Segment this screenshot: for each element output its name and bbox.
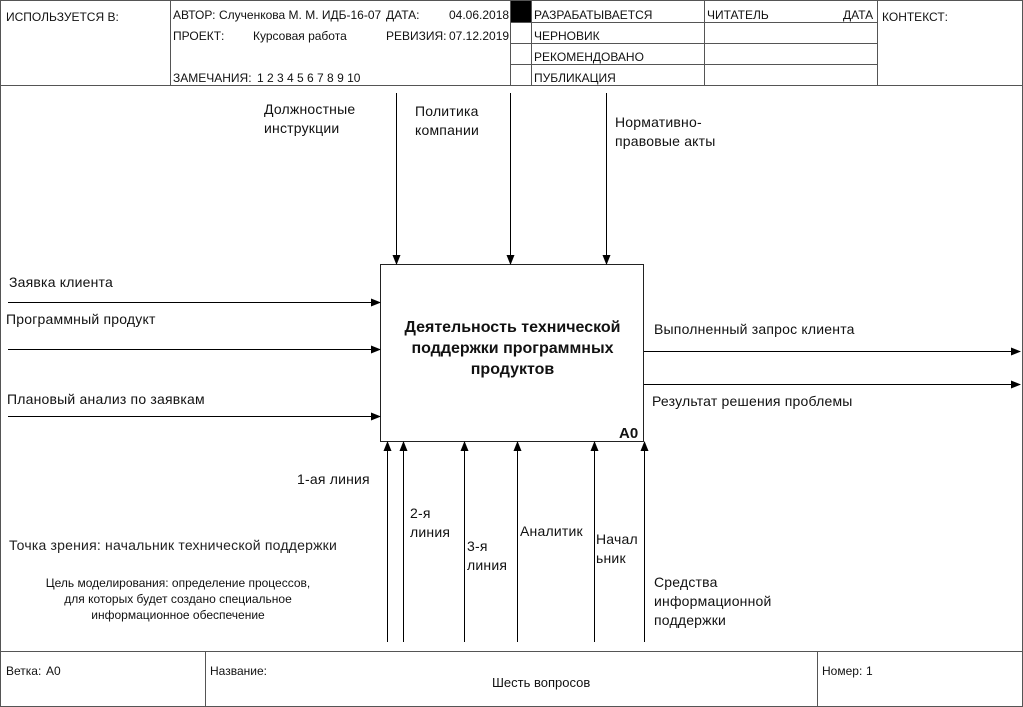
context-label: КОНТЕКСТ:: [882, 10, 948, 24]
control-label-policy: Политика компании: [415, 103, 480, 138]
reader-label: ЧИТАТЕЛЬ: [707, 8, 769, 22]
viewpoint-text: Точка зрения: начальник технической подд…: [9, 537, 337, 553]
reader-date-label: ДАТА: [843, 8, 874, 22]
function-box-node: A0: [619, 425, 639, 442]
input-label-software: Программный продукт: [6, 311, 156, 327]
footer-number-label: Номер:: [822, 664, 863, 678]
author-label: АВТОР:: [173, 8, 216, 22]
notes-label: ЗАМЕЧАНИЯ:: [173, 71, 252, 85]
used-in-label: ИСПОЛЬЗУЕТСЯ В:: [6, 10, 119, 24]
footer-number-value: 1: [866, 664, 873, 678]
footer-title-label: Название:: [210, 664, 267, 678]
footer-title-value: Шесть вопросов: [492, 675, 591, 690]
status-developing: РАЗРАБАТЫВАЕТСЯ: [534, 8, 653, 22]
project-value: Курсовая работа: [253, 29, 347, 43]
mechanism-label-line1: 1-ая линия: [297, 471, 370, 487]
control-label-regulations: Нормативно- правовые акты: [615, 114, 716, 149]
status-recommended: РЕКОМЕНДОВАНО: [534, 50, 644, 64]
mechanism-label-analyst: Аналитик: [520, 523, 583, 539]
date-value: 04.06.2018: [449, 8, 510, 22]
date-label: ДАТА:: [386, 8, 420, 22]
footer-node-label: Ветка:: [6, 664, 42, 678]
revision-label: РЕВИЗИЯ:: [386, 29, 447, 43]
purpose-text: Цель моделирования: определение процессо…: [45, 576, 311, 622]
control-label-instructions: Должностные инструкции: [264, 101, 356, 136]
status-publication: ПУБЛИКАЦИЯ: [534, 71, 616, 85]
input-label-request: Заявка клиента: [9, 274, 113, 290]
mechanism-label-info-tools: Средства информационной поддержки: [654, 574, 772, 628]
function-box-a0[interactable]: [380, 264, 644, 442]
active-status-marker: [511, 1, 531, 22]
input-label-analysis: Плановый анализ по заявкам: [7, 391, 205, 407]
mechanism-label-line2: 2-я линия: [410, 505, 451, 540]
author-value: Слученкова М. М. ИДБ-16-07: [219, 8, 382, 22]
output-label-result: Результат решения проблемы: [652, 393, 853, 409]
project-label: ПРОЕКТ:: [173, 29, 225, 43]
revision-value: 07.12.2019: [449, 29, 510, 43]
mechanism-label-line3: 3-я линия: [467, 538, 508, 573]
mechanism-label-head: Начал ьник: [596, 531, 638, 566]
status-draft: ЧЕРНОВИК: [534, 29, 600, 43]
notes-value: 1 2 3 4 5 6 7 8 9 10: [257, 71, 361, 85]
output-label-completed: Выполненный запрос клиента: [654, 321, 855, 337]
function-box-title: Деятельность технической поддержки прогр…: [404, 319, 621, 378]
footer-node-value: A0: [46, 664, 61, 678]
